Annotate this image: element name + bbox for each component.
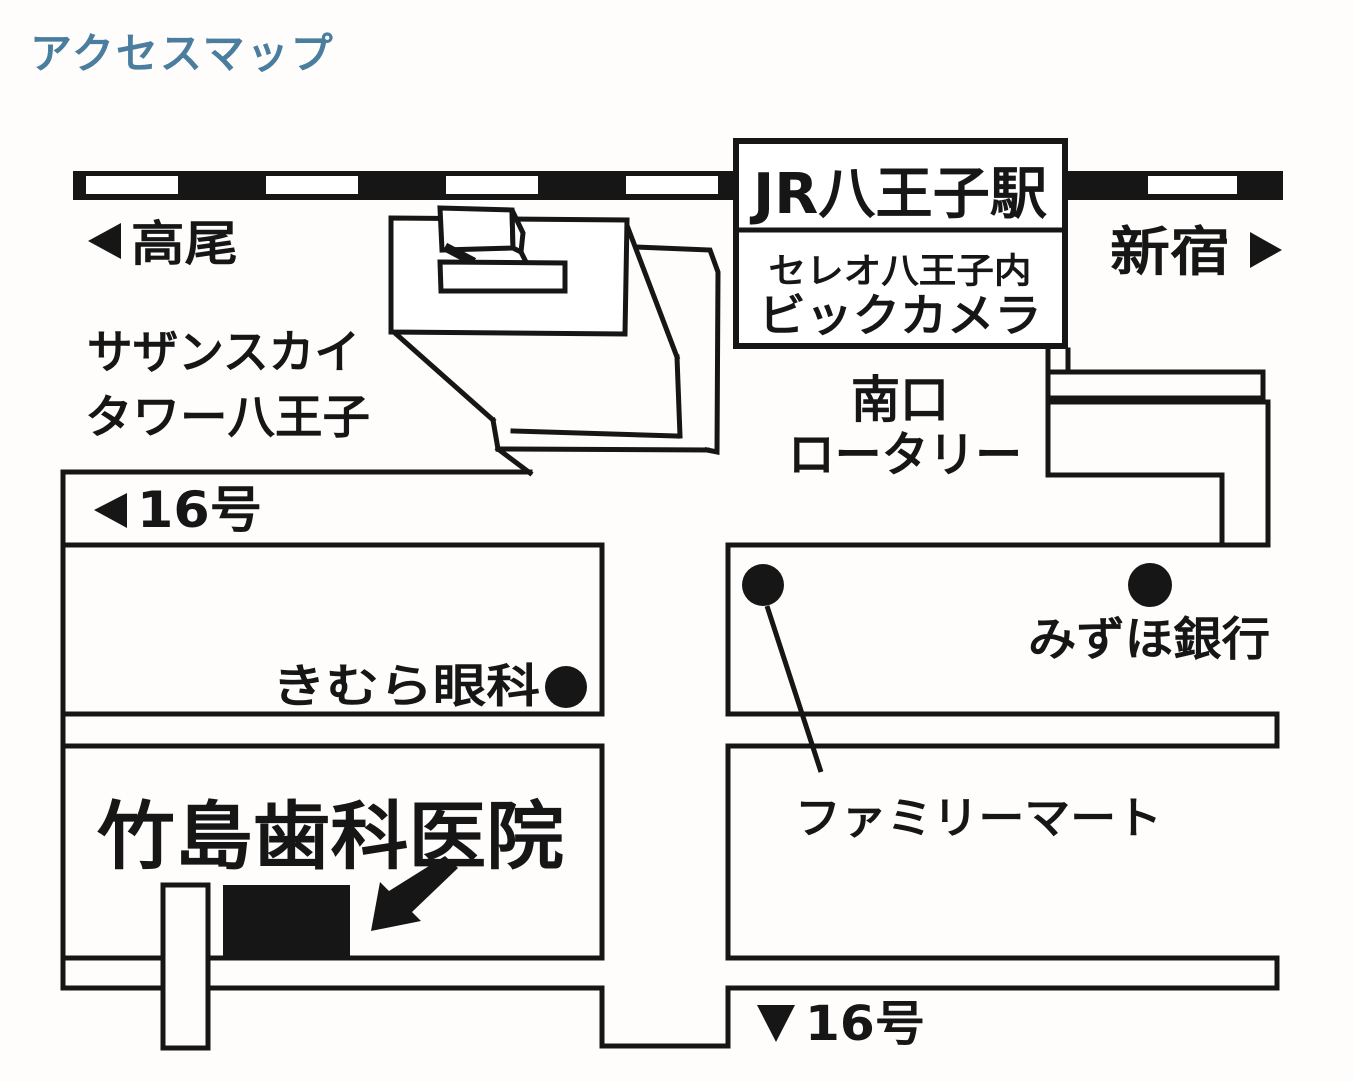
station-building-drawing (388, 205, 721, 477)
route16-south-triangle-icon (757, 1005, 795, 1042)
rotary-label-line1: 南口 (851, 371, 949, 429)
west-triangle-icon (88, 223, 121, 259)
dental-clinic-building (223, 885, 350, 958)
convenience-store-dot (742, 564, 784, 606)
eye-clinic-label: きむら眼科 (272, 659, 540, 713)
railway-tie (266, 176, 358, 194)
railway-tie (626, 176, 718, 194)
road-network (60, 347, 1280, 1051)
station-sub-label-2: ビックカメラ (759, 289, 1042, 342)
convenience-store-pointer-line (764, 605, 824, 773)
route16-west-triangle-icon (94, 493, 127, 528)
direction-west-label: 高尾 (131, 216, 238, 272)
bank-dot (1128, 563, 1172, 607)
rotary-label-line2: ロータリー (788, 427, 1022, 483)
railway-tie (446, 176, 538, 194)
railway-tie (1148, 176, 1237, 194)
dental-clinic-arrow-icon (371, 856, 458, 931)
eye-clinic-dot (545, 666, 587, 708)
east-triangle-icon (1250, 232, 1282, 268)
station-sign-box: JR八王子駅 セレオ八王子内 ビックカメラ (733, 138, 1068, 349)
station-name-label: JR八王子駅 (749, 162, 1047, 227)
dental-clinic-label: 竹島歯科医院 (97, 794, 564, 880)
railway-line (73, 171, 1283, 200)
direction-east-label: 新宿 (1110, 222, 1230, 283)
route16-west-label: 16号 (137, 481, 262, 539)
route16-south-label: 16号 (805, 996, 925, 1052)
bank-label: みずほ銀行 (1028, 612, 1270, 666)
page-title: アクセスマップ (30, 29, 335, 78)
convenience-store-label: ファミリーマート (795, 793, 1162, 844)
tower-label-line1: サザンスカイ (87, 325, 360, 379)
tower-label-line2: タワー八王子 (85, 390, 370, 444)
station-sub-label-1: セレオ八王子内 (769, 252, 1032, 292)
railway-tie (86, 176, 178, 194)
